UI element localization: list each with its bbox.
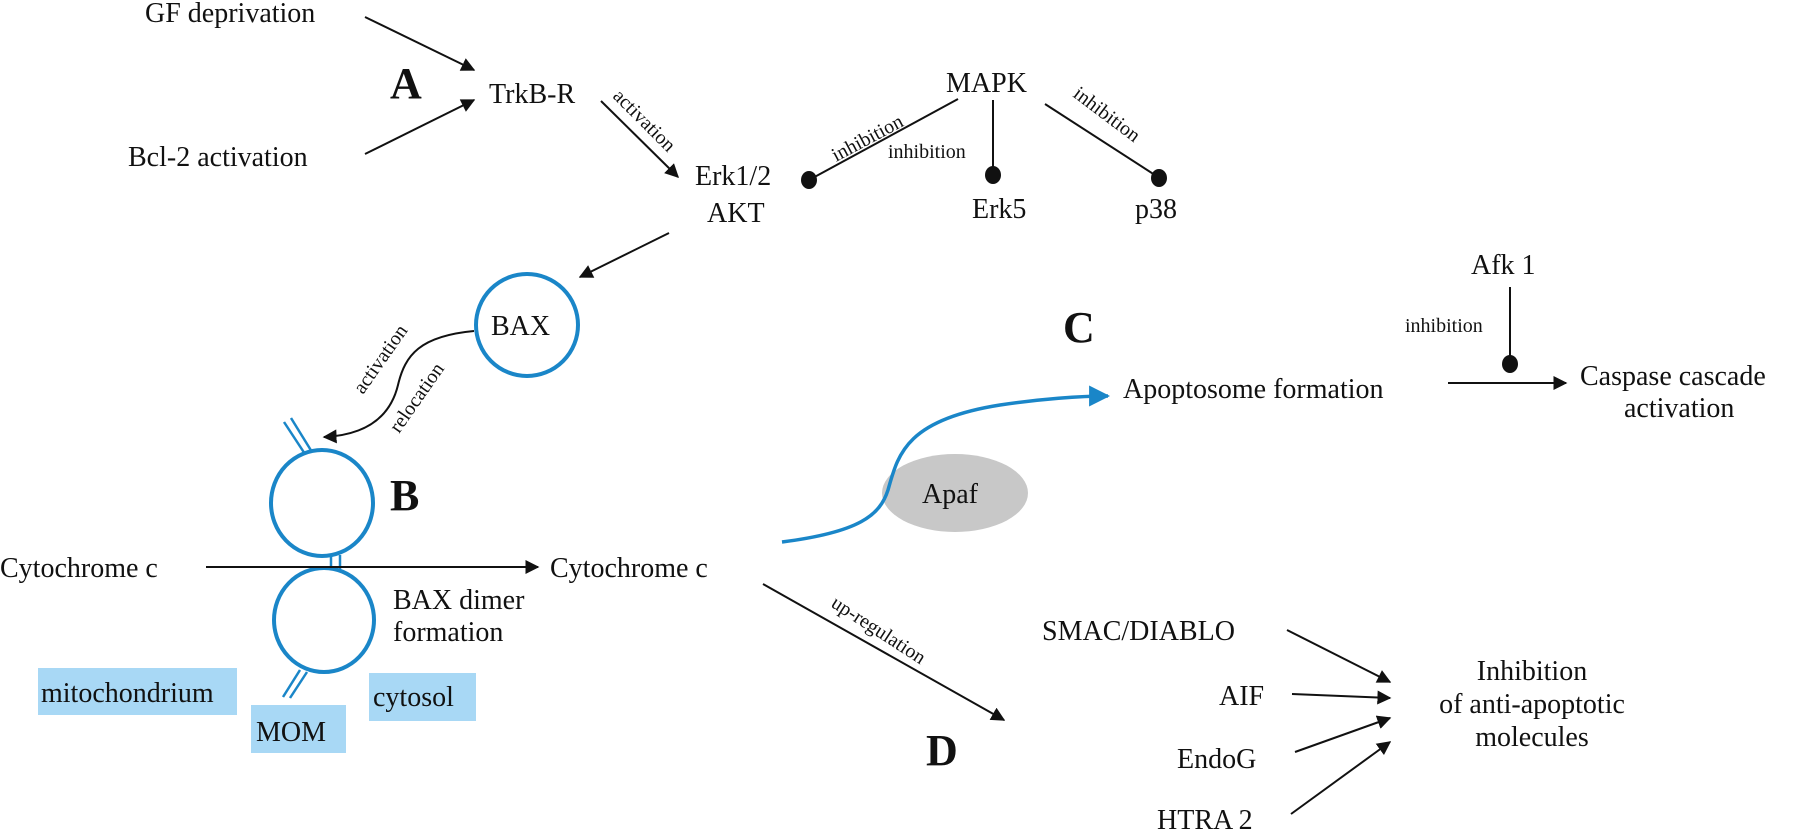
edge-label-mapk-p38-inhibition: inhibition — [1069, 82, 1144, 146]
mom-membrane-top — [282, 417, 314, 455]
node-bax-dimer-line2: formation — [393, 617, 503, 648]
section-label-d: D — [926, 726, 958, 775]
node-erk12: Erk1/2 — [695, 161, 771, 192]
arrow-trkb-to-erk — [600, 100, 679, 178]
bax-circle — [474, 272, 580, 378]
tag-mom-bg — [251, 705, 346, 753]
arrow-smac-to-inhibition — [1286, 629, 1392, 683]
node-bcl2-activation: Bcl-2 activation — [128, 142, 308, 173]
edge-label-mapk-erk5-inhibition: inhibition — [888, 141, 966, 163]
node-trkb-r: TrkB-R — [489, 79, 575, 110]
arrow-upregulation — [762, 583, 1006, 721]
node-aif: AIF — [1219, 681, 1264, 712]
tag-cytosol-bg — [369, 673, 476, 721]
node-erk5: Erk5 — [972, 194, 1026, 225]
arrow-gf-to-trkb — [364, 16, 476, 71]
node-inhibition-line3: molecules — [1475, 722, 1589, 753]
node-mapk: MAPK — [946, 68, 1027, 99]
section-label-b: B — [390, 471, 419, 520]
node-caspase-line2: activation — [1624, 393, 1734, 424]
arrow-aif-to-inhibition — [1291, 690, 1392, 705]
inhibit-line-mapk-erk12 — [808, 98, 959, 181]
bax-dimer-upper-circle — [269, 448, 375, 558]
node-endog: EndoG — [1177, 744, 1256, 775]
node-apoptosome-formation: Apoptosome formation — [1123, 374, 1384, 405]
inhibit-line-mapk-p38 — [1044, 103, 1159, 178]
node-cytochrome-c-mitochondrial: Cytochrome c — [0, 553, 158, 584]
edge-label-bax-activation: activation — [349, 321, 412, 398]
arrow-bax-relocation — [322, 330, 475, 444]
node-p38: p38 — [1135, 194, 1177, 225]
node-caspase-line1: Caspase cascade — [1580, 361, 1766, 392]
edge-label-afk1-inhibition: inhibition — [1405, 315, 1483, 337]
section-label-a: A — [390, 59, 422, 108]
node-bax: BAX — [491, 311, 550, 342]
node-smac-diablo: SMAC/DIABLO — [1042, 616, 1235, 647]
mom-membrane-bottom — [281, 669, 309, 699]
tag-mitochondrium-bg — [38, 668, 237, 715]
node-gf-deprivation: GF deprivation — [145, 0, 315, 29]
node-htra2: HTRA 2 — [1157, 805, 1253, 829]
inhibit-dot-p38 — [1151, 169, 1167, 187]
arrow-htra2-to-inhibition — [1290, 741, 1392, 815]
inhibit-dot-erk12 — [801, 171, 817, 189]
tag-mom: MOM — [256, 717, 326, 748]
edge-label-trkb-activation: activation — [608, 85, 679, 156]
arrow-apaf-to-apoptosome — [781, 385, 1111, 544]
node-bax-dimer-line1: BAX dimer — [393, 585, 525, 616]
node-afk1: Afk 1 — [1471, 250, 1536, 281]
apaf-ellipse — [882, 454, 1028, 532]
inhibit-dot-afk1 — [1502, 355, 1518, 373]
node-inhibition-line2: of anti-apoptotic — [1439, 689, 1625, 720]
edge-label-upregulation: up-regulation — [827, 592, 929, 669]
arrow-akt-to-bax — [578, 232, 670, 278]
arrow-endog-to-inhibition — [1294, 715, 1392, 753]
node-inhibition-line1: Inhibition — [1477, 656, 1587, 687]
tag-cytosol: cytosol — [373, 682, 454, 713]
node-akt: AKT — [707, 198, 765, 229]
inhibit-dot-erk5 — [985, 166, 1001, 184]
node-cytochrome-c-cytosolic: Cytochrome c — [550, 553, 708, 584]
node-apaf: Apaf — [922, 479, 979, 510]
section-label-c: C — [1063, 303, 1095, 352]
arrow-bcl2-to-trkb — [364, 99, 476, 155]
tag-mitochondrium: mitochondrium — [41, 678, 214, 709]
bax-dimer-lower-circle — [272, 566, 376, 674]
